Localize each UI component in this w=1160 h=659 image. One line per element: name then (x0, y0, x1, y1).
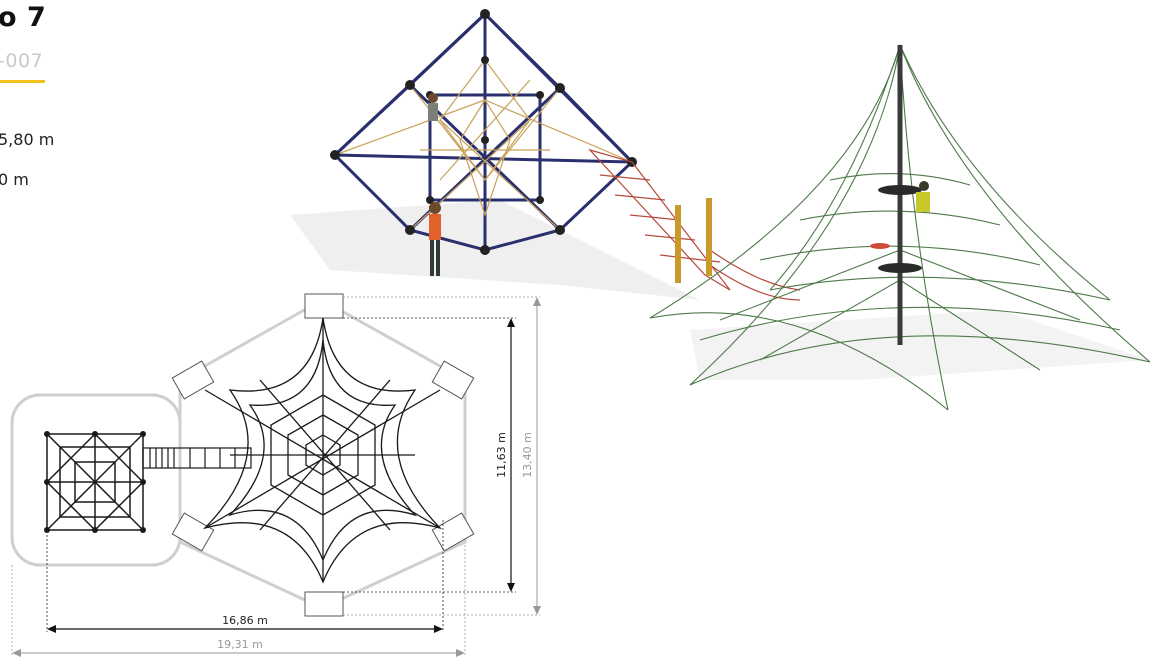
dim-depth-inner: 11,63 m (495, 432, 508, 478)
child-figure-cube (428, 93, 438, 121)
render-3d (290, 9, 1151, 411)
child-figure-net (916, 181, 930, 212)
cube-plan (45, 432, 145, 532)
dim-width-inner: 16,86 m (222, 614, 268, 627)
bridge-posts (675, 198, 712, 283)
dim-depth-outer: 13,40 m (521, 432, 534, 478)
spec-height: 5,80 m (0, 130, 55, 149)
spec-fall-height: 0 m (0, 170, 29, 189)
child-figure-standing (429, 202, 441, 276)
plan-view (10, 293, 541, 657)
net-plan (202, 317, 443, 584)
climbing-cube-ropes (334, 59, 633, 231)
code-underline (0, 80, 45, 83)
product-code: -007 (0, 50, 44, 72)
net-platform-upper (878, 185, 922, 195)
dimension-lines (11, 296, 541, 657)
cube-shadow (290, 200, 700, 300)
cube-plan-joints (44, 431, 146, 533)
net-shadow (690, 310, 1150, 380)
bridge-plan (142, 447, 252, 469)
dim-width-outer: 19,31 m (217, 638, 263, 651)
net-seat (870, 243, 890, 249)
cube-joints (330, 9, 637, 255)
product-title: o 7 (0, 2, 47, 33)
net-platform-lower (878, 263, 922, 273)
